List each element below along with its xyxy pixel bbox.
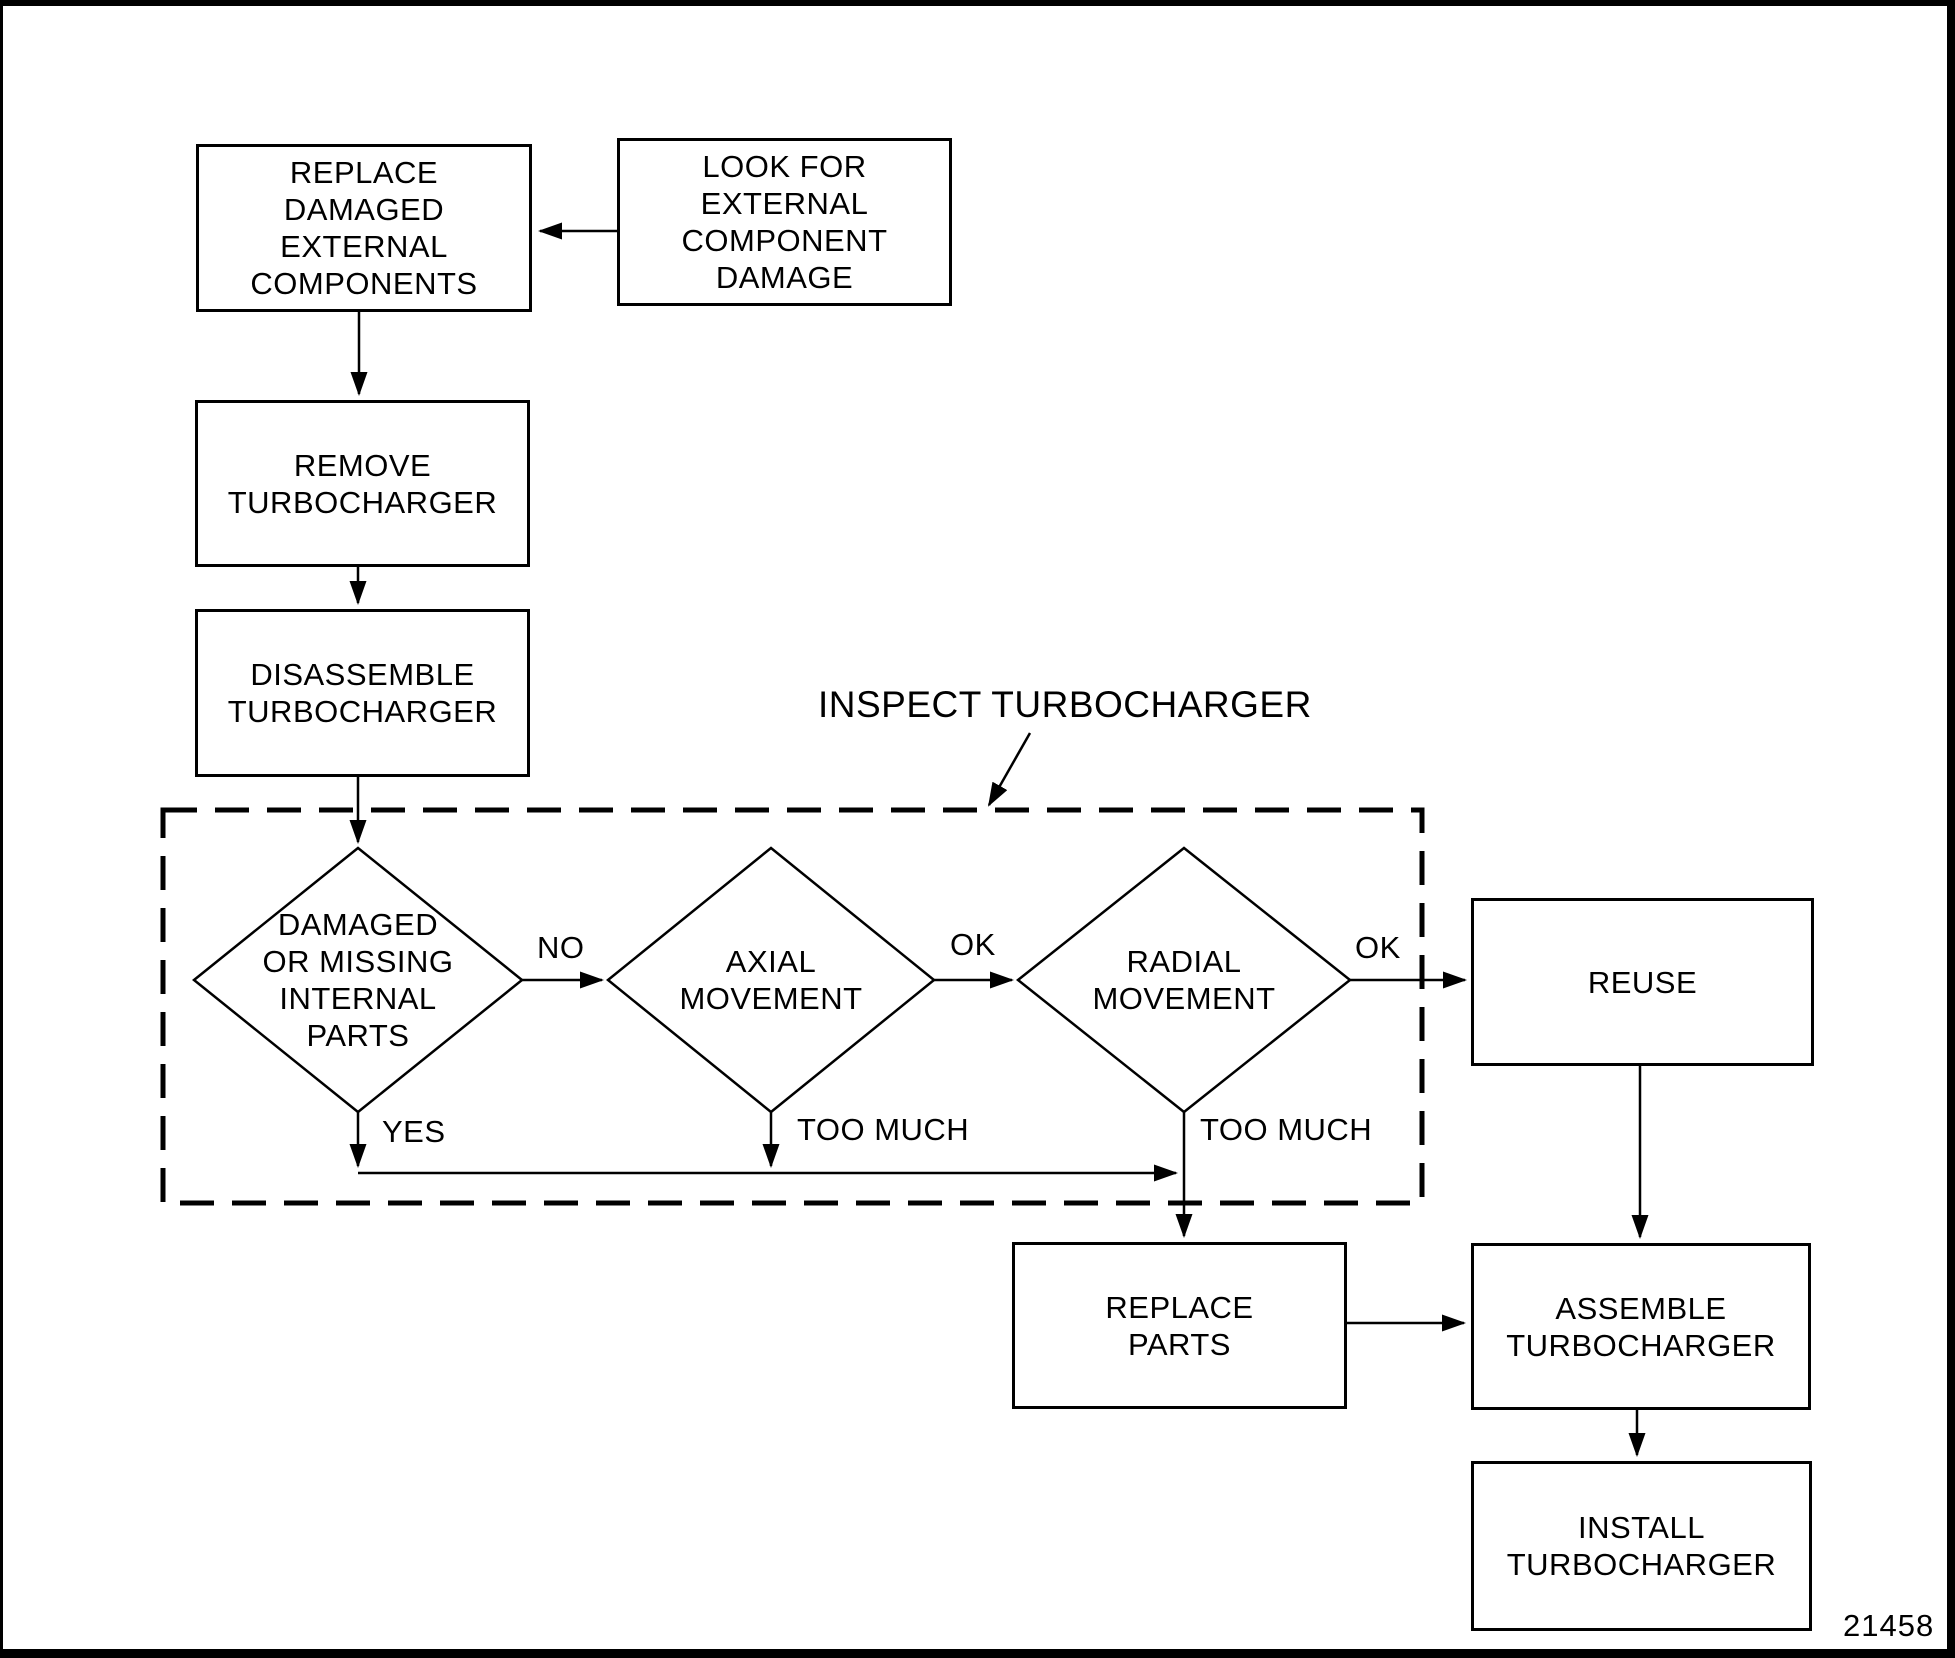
edge-label-no: NO [537, 930, 585, 965]
node-remove-turbocharger: REMOVE TURBOCHARGER [195, 400, 530, 567]
inspect-region-dashed-border [160, 807, 1425, 1206]
node-replace-damaged-external-components: REPLACE DAMAGED EXTERNAL COMPONENTS [196, 144, 532, 312]
node-label: INSTALL TURBOCHARGER [1506, 1510, 1777, 1582]
node-disassemble-turbocharger: DISASSEMBLE TURBOCHARGER [195, 609, 530, 777]
node-label: ASSEMBLE TURBOCHARGER [1506, 1290, 1776, 1363]
inspect-turbocharger-region-label: INSPECT TURBOCHARGER [818, 684, 1312, 725]
node-label: REPLACE DAMAGED EXTERNAL COMPONENTS [250, 155, 478, 301]
node-install-turbocharger: INSTALL TURBOCHARGER [1471, 1461, 1812, 1631]
node-look-for-external-component-damage: LOOK FOR EXTERNAL COMPONENT DAMAGE [617, 138, 952, 306]
node-reuse: REUSE [1471, 898, 1814, 1066]
decision-axial-movement-diamond [606, 846, 936, 1114]
edge-label-too-much-axial: TOO MUCH [797, 1112, 970, 1147]
decision-internal-parts-diamond [192, 846, 524, 1114]
node-label: REUSE [1587, 964, 1698, 1000]
edge-label-ok-axial: OK [950, 927, 996, 962]
node-label: REMOVE TURBOCHARGER [227, 447, 498, 520]
figure-number: 21458 [1843, 1608, 1935, 1643]
edge-label-ok-radial: OK [1355, 930, 1401, 965]
node-replace-parts: REPLACE PARTS [1012, 1242, 1347, 1409]
decision-radial-movement-diamond [1015, 846, 1353, 1114]
node-assemble-turbocharger: ASSEMBLE TURBOCHARGER [1471, 1243, 1811, 1410]
node-label: REPLACE PARTS [1105, 1289, 1254, 1362]
node-label: DISASSEMBLE TURBOCHARGER [227, 657, 498, 729]
edge-label-yes: YES [382, 1114, 446, 1149]
node-label: LOOK FOR EXTERNAL COMPONENT DAMAGE [681, 149, 888, 295]
edge-label-too-much-radial: TOO MUCH [1200, 1112, 1373, 1147]
inspect-label-pointer-arrow [987, 732, 1032, 807]
